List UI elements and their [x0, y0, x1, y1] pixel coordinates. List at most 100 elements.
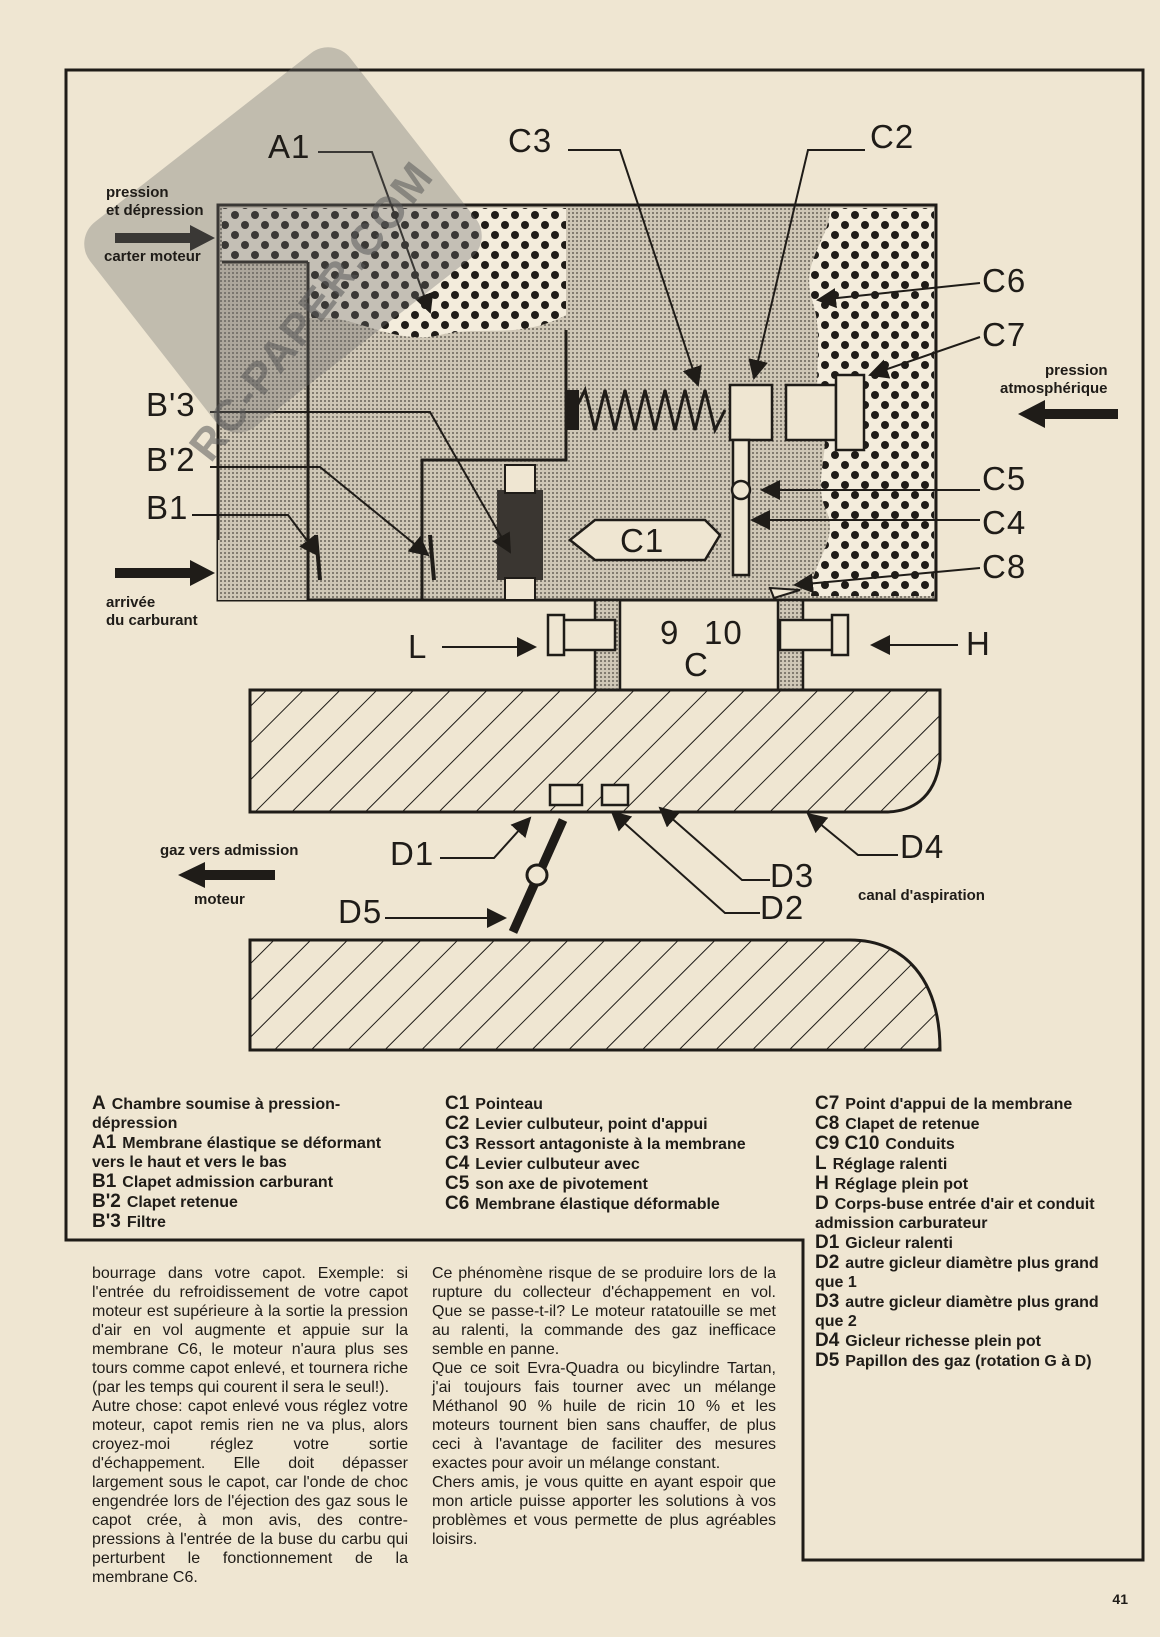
label-b1: B1 — [146, 489, 189, 526]
jet-d1 — [548, 783, 584, 807]
venturi-upper — [248, 688, 942, 814]
lever-c2 — [728, 383, 774, 442]
legend-text: Réglage ralenti — [832, 1156, 948, 1173]
label-d4: D4 — [900, 828, 945, 865]
label-c2: C2 — [870, 118, 915, 155]
label-c8: C8 — [982, 548, 1027, 585]
legend-key: D5 — [815, 1350, 840, 1371]
body-paragraph: bourrage dans votre capot. Exemple: si l… — [92, 1265, 408, 1396]
legend-text: Chambre soumise à pression-dépression — [92, 1096, 341, 1132]
legend-key: D4 — [815, 1330, 840, 1351]
venturi-lower — [248, 938, 942, 1052]
label-c6: C6 — [982, 262, 1027, 299]
legend-key: C5 — [445, 1173, 470, 1194]
legend-text: Clapet admission carburant — [122, 1174, 334, 1191]
arrow-atm-in — [1018, 400, 1118, 428]
legend-key: D — [815, 1193, 829, 1214]
legend-item: D4 Gicleur richesse plein pot — [815, 1331, 1131, 1351]
legend-key: C6 — [445, 1193, 470, 1214]
legend-key: A — [92, 1093, 106, 1114]
legend-text: Filtre — [126, 1214, 166, 1231]
legend-key: C8 — [815, 1113, 840, 1134]
label-moteur: moteur — [194, 891, 245, 908]
support-c7 — [834, 373, 866, 452]
legend-text: Clapet de retenue — [845, 1116, 980, 1133]
body-paragraph: Que ce soit Evra-Quadra ou bicylindre Ta… — [432, 1360, 776, 1472]
legend-key: D2 — [815, 1252, 840, 1273]
label-10: 10 — [704, 614, 743, 651]
label-d1: D1 — [390, 835, 435, 872]
legend-text: Clapet retenue — [126, 1194, 238, 1211]
valve-b2 — [428, 534, 436, 581]
arrow-pressure-in — [115, 225, 215, 251]
body-paragraph: Ce phénomène risque de se produire lors … — [432, 1265, 776, 1358]
label-c7: C7 — [982, 316, 1027, 353]
label-d2: D2 — [760, 889, 805, 926]
legend-key: C4 — [445, 1153, 470, 1174]
label-a1: A1 — [268, 128, 311, 165]
legend-text: Gicleur richesse plein pot — [845, 1333, 1041, 1350]
label-arrivee-carburant: arrivée du carburant — [106, 594, 198, 629]
label-canal-aspiration: canal d'aspiration — [858, 887, 985, 904]
label-c1: C1 — [620, 522, 665, 559]
legend-key: C3 — [445, 1133, 470, 1154]
label-c5: C5 — [982, 460, 1027, 497]
body-column-1: bourrage dans votre capot. Exemple: si l… — [92, 1264, 408, 1587]
label-c3: C3 — [508, 122, 553, 159]
legend-text: son axe de pivotement — [475, 1176, 648, 1193]
pivot-c5 — [730, 479, 752, 501]
legend-text: Gicleur ralenti — [845, 1235, 953, 1252]
legend-text: Point d'appui de la membrane — [845, 1096, 1073, 1113]
legend-item: C5 son axe de pivotement — [445, 1174, 765, 1194]
legend-text: Ressort antagoniste à la membrane — [475, 1136, 746, 1153]
legend-item: L Réglage ralenti — [815, 1154, 1131, 1174]
label-gaz-vers-admission: gaz vers admission — [160, 842, 299, 859]
arrow-fuel-in — [115, 560, 215, 586]
label-h: H — [966, 625, 991, 662]
label-d3: D3 — [770, 857, 815, 894]
legend-key: C2 — [445, 1113, 470, 1134]
fuel-inlet-block — [218, 540, 308, 600]
legend-item: C8 Clapet de retenue — [815, 1114, 1131, 1134]
label-pression-depression: pression et dépression — [106, 184, 204, 219]
label-l: L — [408, 628, 428, 665]
body-paragraph: Chers amis, je vous quitte en ayant espo… — [432, 1474, 776, 1548]
legend-key: B'2 — [92, 1191, 121, 1212]
label-9: 9 — [660, 614, 680, 651]
body-paragraph: Autre chose: capot enlevé vous réglez vo… — [92, 1398, 408, 1586]
filter-b3 — [497, 490, 543, 580]
legend-key: L — [815, 1153, 827, 1174]
jet-d2 — [600, 783, 630, 807]
arrow-gas-out — [178, 862, 275, 888]
label-b3: B'3 — [146, 386, 196, 423]
lever-c4 — [731, 438, 751, 577]
label-d5: D5 — [338, 893, 383, 930]
legend-key: D3 — [815, 1291, 840, 1312]
legend-key: C7 — [815, 1093, 840, 1114]
label-b2: B'2 — [146, 441, 196, 478]
legend-item: C7 Point d'appui de la membrane — [815, 1094, 1131, 1114]
body-column-2: Ce phénomène risque de se produire lors … — [432, 1264, 776, 1549]
label-pression-atmospherique: pression atmosphérique — [1000, 362, 1108, 397]
legend-text: Levier culbuteur avec — [475, 1156, 640, 1173]
spring-c3 — [573, 385, 727, 435]
legend-text: Pointeau — [475, 1096, 543, 1113]
legend-item: B'2 Clapet retenue — [92, 1192, 404, 1212]
legend-text: autre gicleur diamètre plus grand que 2 — [815, 1294, 1099, 1330]
